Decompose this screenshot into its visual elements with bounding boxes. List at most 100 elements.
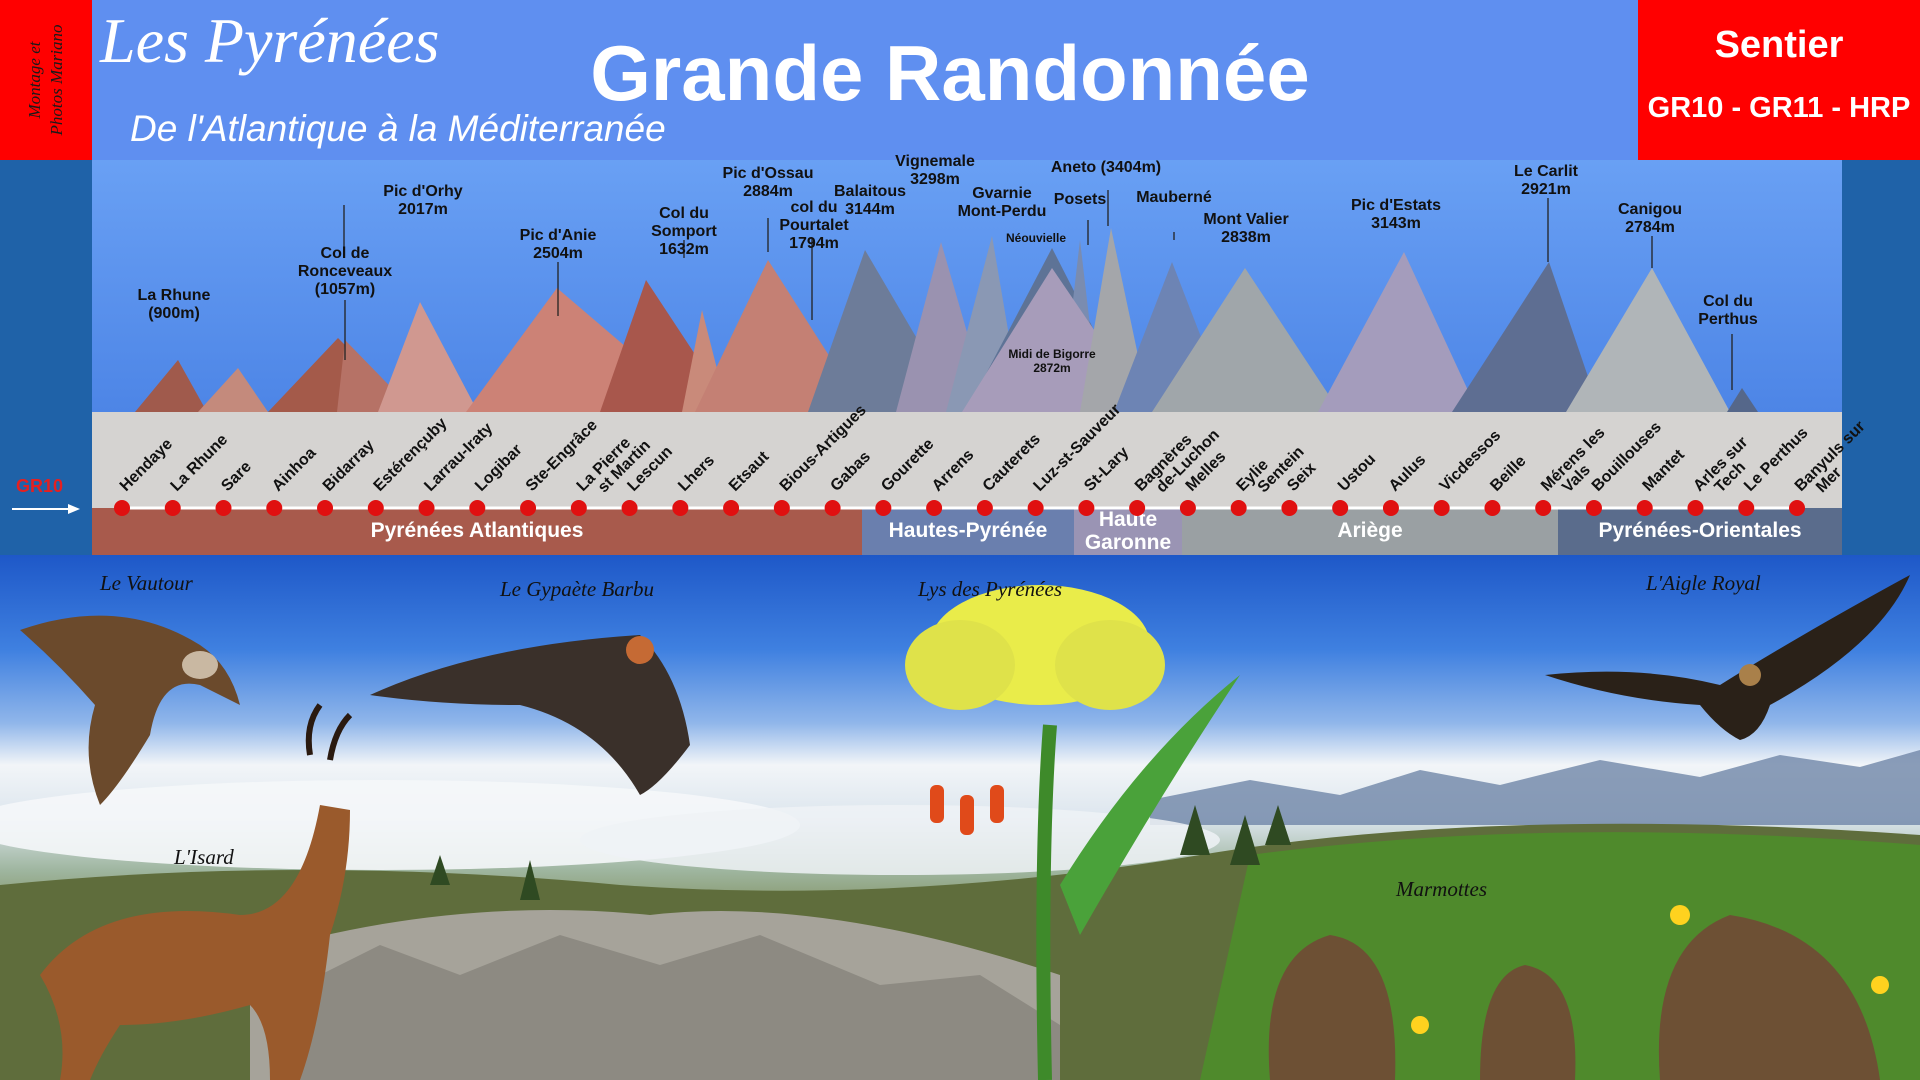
trail-stop-dot xyxy=(164,500,181,516)
trail-stop-label: Luz-st-Sauveur xyxy=(1030,401,1124,495)
trail-stop-dot xyxy=(875,500,892,516)
trail-stop-dot xyxy=(976,500,993,516)
trail-stop-dot xyxy=(1281,500,1298,516)
peak-label: Mauberné xyxy=(1136,189,1212,206)
mountain-shape xyxy=(1452,262,1600,412)
trail-band xyxy=(92,412,1842,510)
trail-stop-label: Aulus xyxy=(1386,451,1430,495)
trail-stop-dot xyxy=(114,500,130,516)
peak-label: Posets xyxy=(1054,191,1107,208)
trail-stop-dot xyxy=(1789,500,1805,516)
sentier-label: Sentier xyxy=(1714,24,1844,66)
mountain-shape xyxy=(1318,252,1478,412)
trail-stop-dot xyxy=(1332,500,1349,516)
side-panel-right xyxy=(1842,160,1920,555)
trail-stop-label: Gourette xyxy=(878,436,937,495)
golden-eagle-illustration xyxy=(1545,575,1910,740)
photo-illustration xyxy=(0,575,1920,1080)
mountain-shape xyxy=(378,302,478,412)
trail-stop-dot xyxy=(1636,500,1653,516)
region-2: Hautes-Pyrénée xyxy=(862,508,1074,555)
side-panel-left xyxy=(0,160,92,555)
trail-stop-dot xyxy=(367,500,384,516)
vulture-illustration xyxy=(20,615,240,805)
arrow-right-icon xyxy=(12,504,80,514)
trail-stop-dot xyxy=(1179,500,1196,516)
trail-stop-dot xyxy=(215,500,232,516)
trail-stop-dot xyxy=(1230,500,1247,516)
trail-stop-dot xyxy=(469,500,486,516)
pine-trees xyxy=(430,805,1291,900)
trail-stop-label: Mantet xyxy=(1640,446,1689,495)
trail-stop-label: St-Lary xyxy=(1081,444,1132,495)
peak-label: La Rhune(900m) xyxy=(138,287,211,322)
distant-ridge xyxy=(1150,750,1920,825)
peak-leader-lines xyxy=(343,190,1733,390)
trail-stop-dot xyxy=(418,500,435,516)
label-vautour: Le Vautour xyxy=(100,571,193,595)
trail-stop-dot xyxy=(1738,500,1755,516)
region-5: Pyrénées-Orientales xyxy=(1558,508,1842,555)
label-gypaete: Le Gypaète Barbu xyxy=(500,577,654,601)
bearded-vulture-illustration xyxy=(370,635,690,795)
trail-stop-dot xyxy=(1484,500,1501,516)
trail-stop-dot xyxy=(1687,500,1704,516)
trail-stop-dot xyxy=(723,500,740,516)
label-marmottes: Marmottes xyxy=(1396,877,1487,901)
trail-stop-label: Beille xyxy=(1487,453,1529,495)
label-isard: L'Isard xyxy=(174,845,234,869)
trail-stop-label: Arrens xyxy=(929,446,978,495)
peak-label: Néouvielle xyxy=(1006,231,1066,245)
trail-label: GR10 xyxy=(16,476,64,496)
marmots-illustration xyxy=(1268,915,1880,1080)
trail-stop-dot xyxy=(520,500,537,516)
trail-stop-label: Sare xyxy=(218,458,255,495)
mountain-shape xyxy=(1727,388,1758,412)
photo-collage: Le Vautour Le Gypaète Barbu Lys des Pyré… xyxy=(0,555,1920,1080)
trail-stop-label: Logibar xyxy=(472,441,526,495)
header-banner xyxy=(0,0,1920,160)
trail-stop-dot xyxy=(1433,500,1450,516)
label-lys: Lys des Pyrénées xyxy=(918,577,1062,601)
chamois-illustration xyxy=(40,703,353,1080)
trail-stop-dot xyxy=(621,500,638,516)
peak-label: Aneto (3404m) xyxy=(1051,159,1161,176)
trail-stop-dot xyxy=(672,500,689,516)
trail-stop-dot xyxy=(1382,500,1399,516)
trail-stop-label: Lhers xyxy=(675,452,718,495)
trail-stop-label: Arles surTech xyxy=(1690,434,1762,506)
cloud-sea-2 xyxy=(580,805,1220,875)
brand-title: Les Pyrénées xyxy=(100,5,440,76)
page-title: Grande Randonnée xyxy=(590,29,1310,117)
trail-stop-dot xyxy=(824,500,841,516)
trail-stop-label: Bidarray xyxy=(320,437,378,495)
trail-stop-label: Ustou xyxy=(1335,451,1379,495)
trail-stop-label: Gabas xyxy=(827,448,874,495)
trail-stop-dot xyxy=(317,500,334,516)
mountain-shape xyxy=(1566,268,1730,412)
trail-stop-label: Bious-Artigues xyxy=(777,402,870,495)
trail-stop-dot xyxy=(266,500,283,516)
credit-badge: Montage et Photos Mariano xyxy=(0,0,92,160)
trail-stop-dot xyxy=(1585,500,1602,516)
trail-stop-dot xyxy=(1027,500,1044,516)
